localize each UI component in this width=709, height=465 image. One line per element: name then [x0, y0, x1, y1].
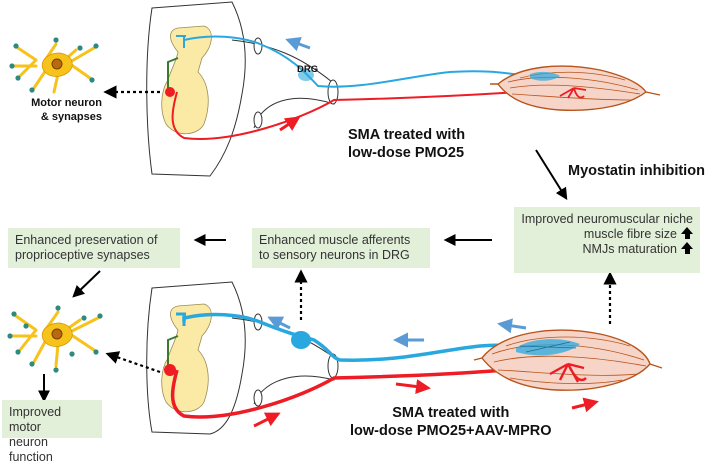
bottom-spinal-cord: [146, 281, 246, 435]
drg-label: DRG: [297, 64, 318, 75]
afferents-line2: to sensory neurons in DRG: [259, 248, 410, 262]
niche-line2: muscle fibre size: [583, 227, 677, 241]
bottom-motor-axon: [167, 335, 179, 370]
top-spinal-cord: [146, 1, 246, 177]
niche-line1: Improved neuromuscular niche: [521, 212, 693, 226]
afferents-line1: Enhanced muscle afferents: [259, 233, 411, 247]
motor-neuron-label-line2: & synapses: [40, 111, 102, 123]
top-sensory-fiber: [183, 35, 521, 88]
top-motor-axon: [167, 57, 179, 92]
top-caption-line2: low-dose PMO25: [348, 145, 465, 161]
synapses-line1: Enhanced preservation of: [15, 233, 158, 247]
niche-line3: NMJs maturation: [582, 242, 677, 256]
myostatin-arrow: [535, 149, 568, 201]
top-caption: SMA treated with low-dose PMO25: [348, 126, 465, 162]
motor-neuron-label-line1: Motor neuron: [31, 97, 102, 109]
up-arrow-icon: [681, 227, 693, 240]
niche-box: Improved neuromuscular niche muscle fibr…: [514, 207, 700, 273]
bottom-red-arrow-2: [395, 379, 431, 394]
top-blue-arrow: [285, 37, 311, 52]
bottom-ventral-ring: [253, 389, 263, 407]
top-motor-soma: [165, 87, 175, 97]
bottom-motor-soma: [164, 364, 176, 376]
bottom-caption: SMA treated with low-dose PMO25+AAV-MPRO: [350, 404, 552, 440]
bottom-motor-fiber: [170, 362, 569, 419]
bottom-red-arrow-1: [253, 412, 281, 428]
niche-line2-row: muscle fibre size: [521, 227, 693, 242]
bottom-nerve-roots: [231, 313, 339, 407]
bottom-blue-arrow-3: [497, 318, 527, 334]
top-muscle: [490, 65, 661, 112]
top-motor-neuron-icon: [9, 37, 99, 94]
top-dorsal-ring: [253, 37, 263, 55]
function-line1: Improved motor: [9, 405, 62, 434]
arrow-synapses-to-neuron: [72, 270, 101, 298]
bottom-caption-line1: SMA treated with: [392, 405, 510, 421]
niche-line3-row: NMJs maturation: [521, 242, 693, 257]
top-caption-line1: SMA treated with: [348, 127, 466, 143]
top-drg-body: [298, 69, 314, 81]
synapses-box: Enhanced preservation of proprioceptive …: [8, 228, 180, 268]
bottom-blue-arrow-1: [267, 316, 291, 331]
function-box: Improved motor neuron function: [2, 400, 102, 464]
bottom-sensory-hook: [176, 312, 186, 326]
myostatin-label: Myostatin inhibition: [568, 163, 705, 179]
top-motor-fiber: [171, 87, 575, 140]
synapses-line2: proprioceptive synapses: [15, 248, 150, 262]
top-red-arrow: [279, 116, 301, 132]
bottom-nmj: [549, 362, 587, 383]
top-nerve-roots: [231, 37, 339, 129]
bottom-muscle: [473, 329, 663, 391]
top-spindle: [530, 71, 560, 81]
bottom-motor-neuron-icon: [7, 305, 103, 373]
bottom-red-arrow-3: [571, 397, 599, 413]
bottom-drg-body: [291, 331, 311, 349]
top-ventral-ring: [253, 111, 263, 129]
bottom-sensory-fiber: [182, 312, 541, 362]
motor-neuron-label: Motor neuron & synapses: [12, 96, 102, 124]
top-sensory-hook: [176, 35, 186, 48]
bottom-caption-line2: low-dose PMO25+AAV-MPRO: [350, 423, 552, 439]
diagram-canvas: DRG: [7, 1, 663, 435]
top-nmj: [559, 87, 587, 99]
afferents-box: Enhanced muscle afferents to sensory neu…: [252, 228, 430, 268]
up-arrow-icon: [681, 242, 693, 255]
